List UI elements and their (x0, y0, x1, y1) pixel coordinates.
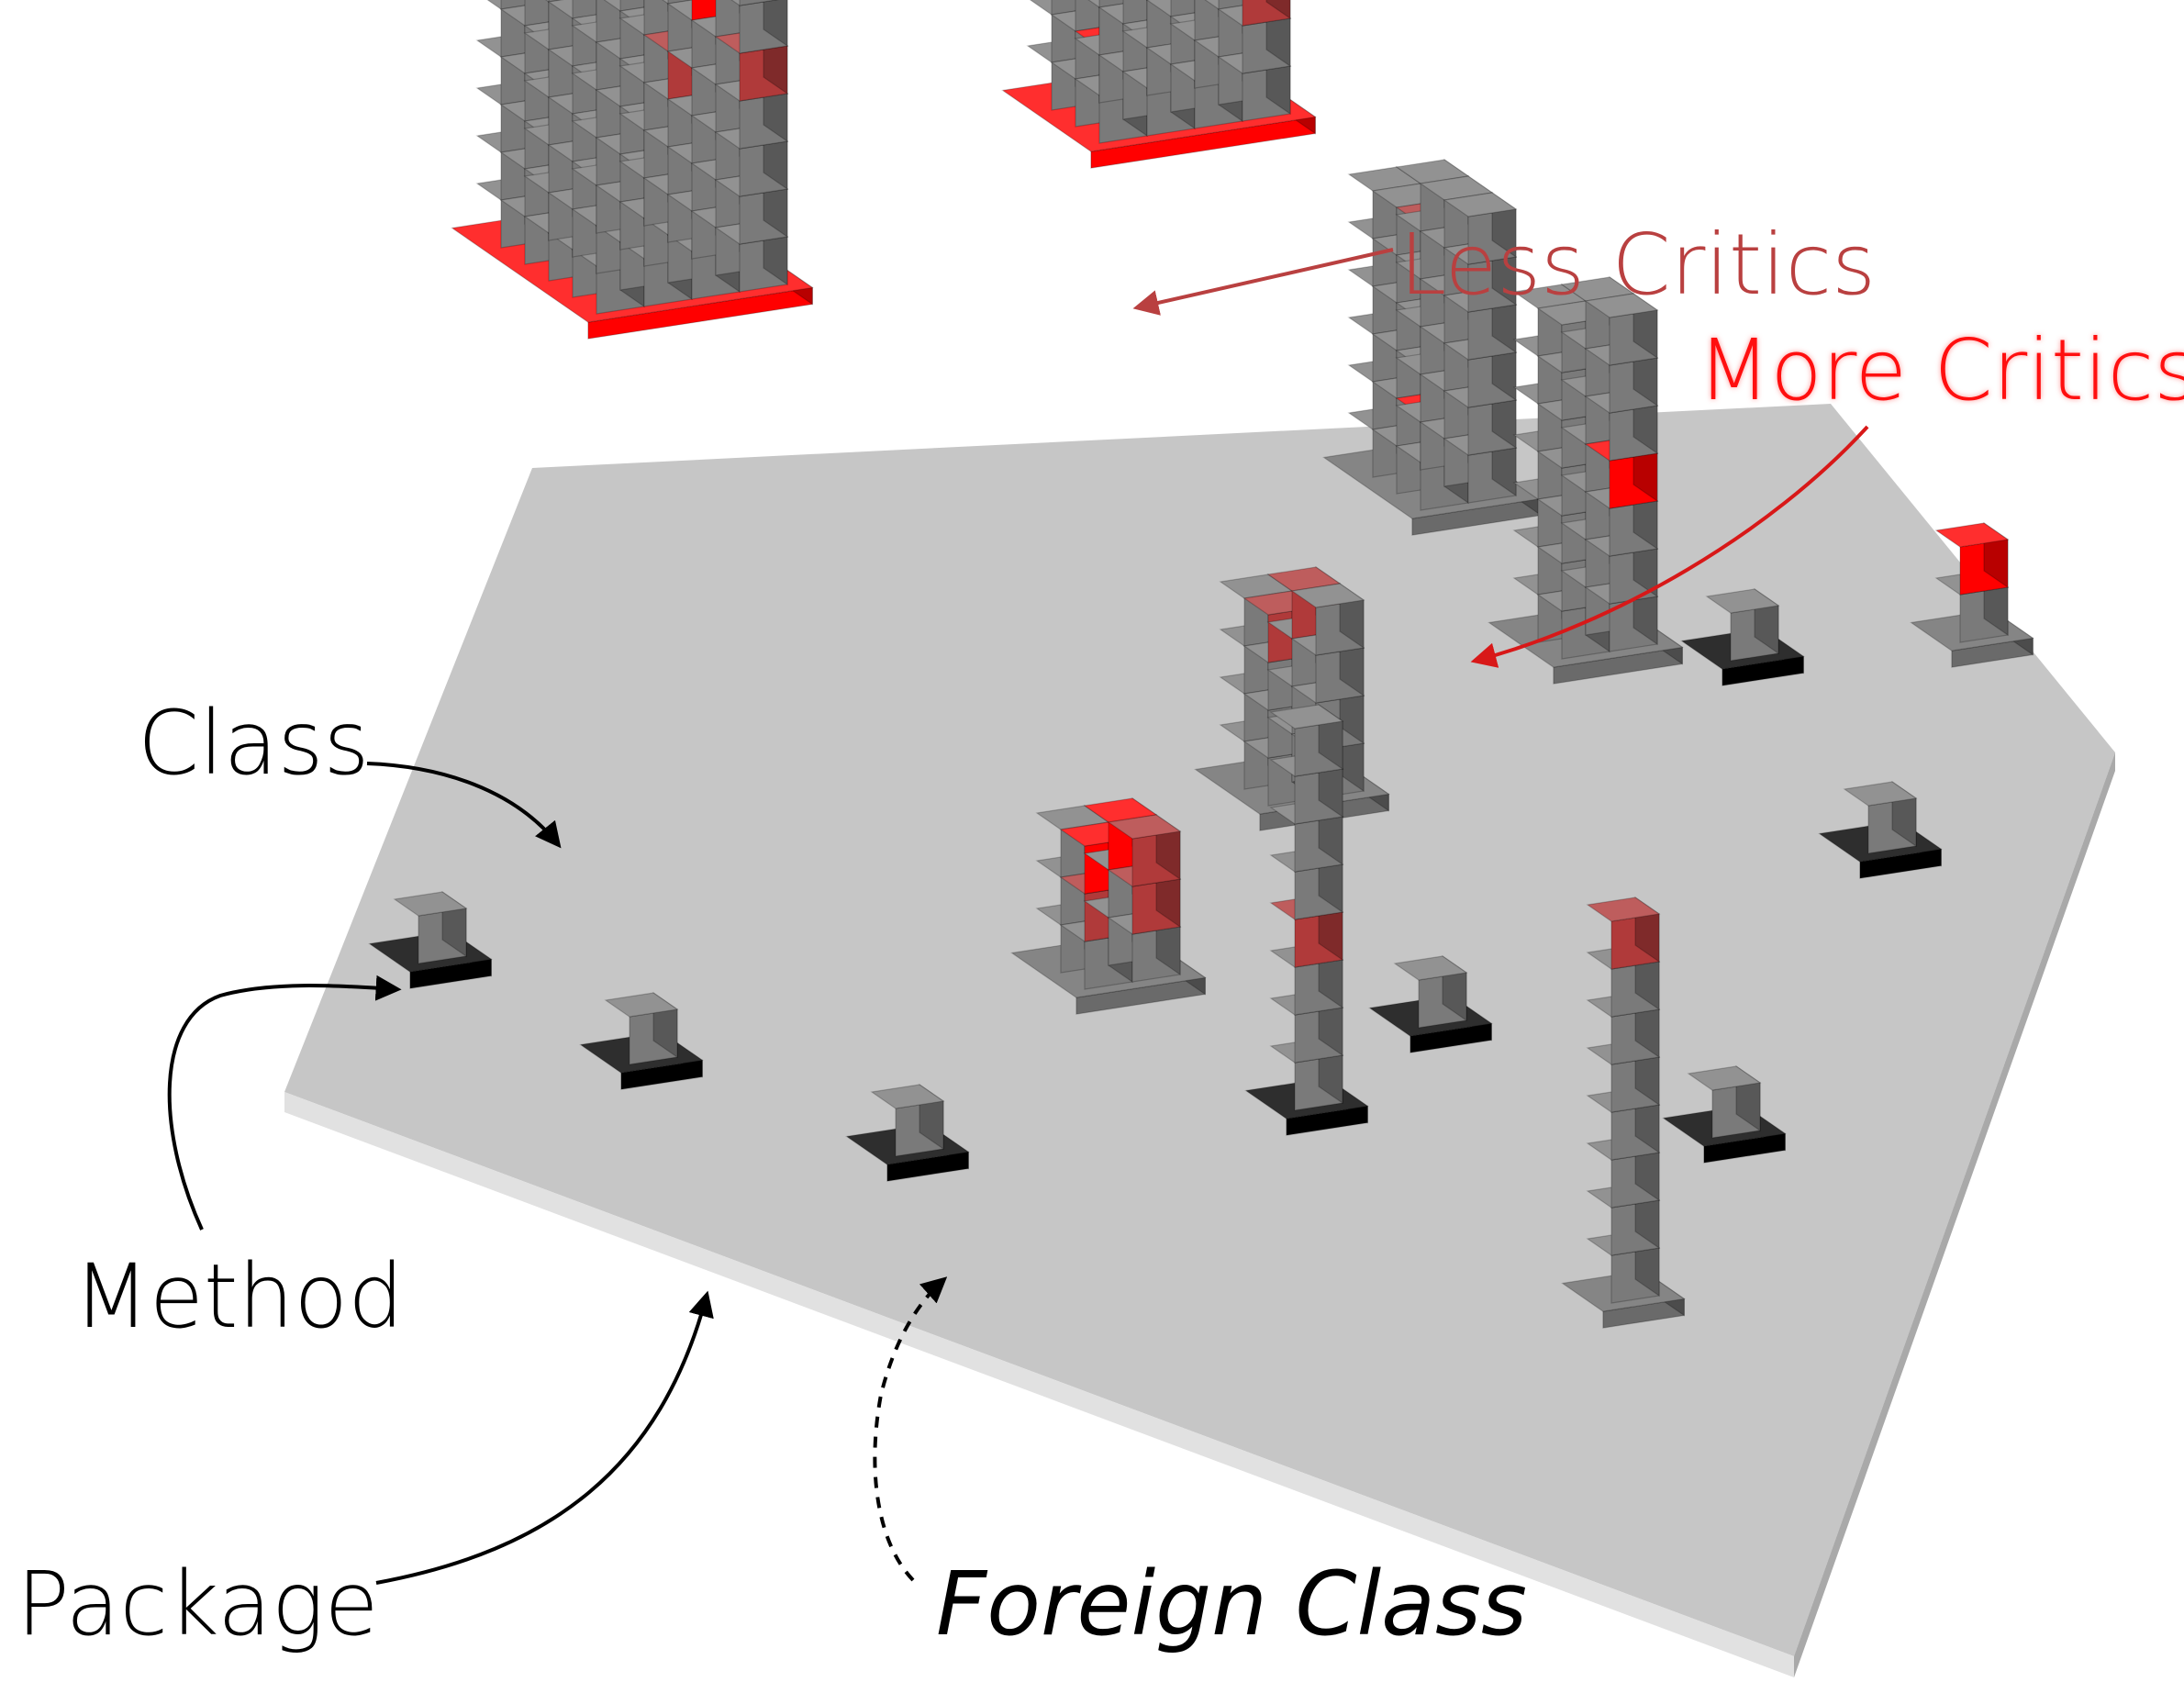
method-cube (1393, 954, 1468, 1029)
foreign-class (1818, 780, 1943, 879)
foreign-class (845, 1083, 970, 1182)
class-tower-slim-right (1561, 896, 1686, 1329)
class-arrow (366, 762, 562, 849)
class-tower-critic (1322, 158, 1543, 536)
less-critics-label: Less Critics (1399, 216, 1877, 314)
method-cube (1443, 191, 1518, 265)
foreign-class (1662, 1064, 1787, 1164)
method-cube (604, 991, 679, 1065)
method-cube (870, 1083, 945, 1157)
class-tower-topright (1910, 521, 2034, 668)
foreign-class-label: Foreign Class (936, 1553, 1528, 1655)
foreign-class (1368, 954, 1493, 1053)
method-label: Method (73, 1245, 405, 1348)
method-cube (739, 0, 779, 6)
method-cube (393, 890, 468, 964)
class-tower-main (451, 0, 814, 340)
method-cube (1843, 780, 1918, 854)
class-tower-front-red (1010, 796, 1207, 1015)
class-tower-slim (1244, 703, 1369, 1136)
class-label: Class (138, 692, 370, 795)
method-cube (1107, 813, 1182, 887)
package-label: Package (17, 1553, 379, 1655)
foreign-class-arrow (873, 1276, 948, 1582)
method-cube (1705, 587, 1780, 662)
foreign-class (1680, 587, 1805, 686)
method-cube (1269, 703, 1344, 777)
method-cube (1586, 896, 1661, 970)
method-cube (1934, 521, 2010, 596)
method-cube (1242, 0, 1291, 27)
method-cube (1687, 1064, 1762, 1139)
method-arrow (167, 975, 402, 1231)
less-critics-arrow (1132, 248, 1394, 316)
method-cube (1584, 292, 1659, 366)
more-critics-arrow (1470, 425, 1869, 668)
class-tower-back (1001, 0, 1317, 169)
class-tower-right (1488, 275, 1684, 685)
package-plate (284, 404, 2115, 1677)
foreign-class (579, 991, 704, 1090)
package-arrow (375, 1290, 714, 1585)
foreign-class (368, 890, 493, 989)
method-cube (1290, 582, 1365, 656)
more-critics-label: More Critics (1698, 321, 2184, 419)
